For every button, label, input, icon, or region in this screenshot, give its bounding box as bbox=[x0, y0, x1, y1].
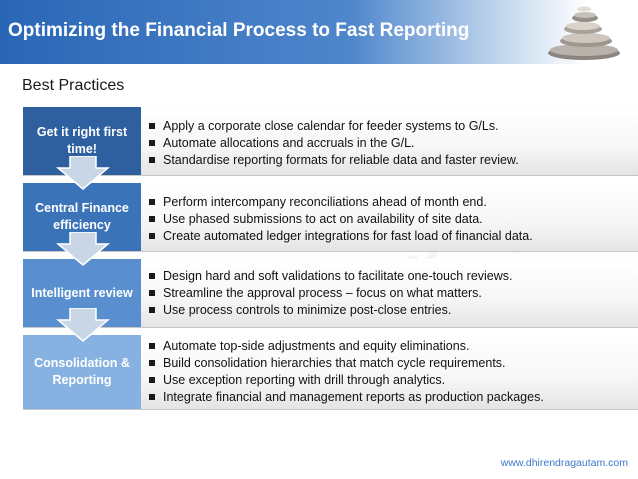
row-label-text: Get it right first time! bbox=[36, 125, 128, 156]
list-item: Use process controls to minimize post-cl… bbox=[148, 302, 513, 319]
bullet-square-icon bbox=[149, 343, 155, 349]
bullet-list-row-3: Design hard and soft validations to faci… bbox=[148, 268, 513, 319]
row-label-consolidation: Consolidation & Reporting bbox=[23, 335, 141, 409]
bullet-square-icon bbox=[149, 199, 155, 205]
bullet-square-icon bbox=[149, 216, 155, 222]
list-item: Build consolidation hierarchies that mat… bbox=[148, 355, 544, 372]
bullet-square-icon bbox=[149, 377, 155, 383]
list-item: Perform intercompany reconciliations ahe… bbox=[148, 194, 533, 211]
list-item: Apply a corporate close calendar for fee… bbox=[148, 118, 519, 135]
list-item: Integrate financial and management repor… bbox=[148, 389, 544, 406]
down-arrow-icon bbox=[56, 232, 110, 266]
bullet-square-icon bbox=[149, 307, 155, 313]
bullet-square-icon bbox=[149, 273, 155, 279]
down-arrow-icon bbox=[56, 308, 110, 342]
row-label-text: Intelligent review bbox=[31, 285, 133, 300]
list-item: Create automated ledger integrations for… bbox=[148, 228, 533, 245]
list-item: Streamline the approval process – focus … bbox=[148, 285, 513, 302]
bullet-list-row-4: Automate top-side adjustments and equity… bbox=[148, 338, 544, 406]
title-bar bbox=[0, 0, 638, 64]
list-item: Design hard and soft validations to faci… bbox=[148, 268, 513, 285]
bullet-list-row-1: Apply a corporate close calendar for fee… bbox=[148, 118, 519, 169]
list-item: Standardise reporting formats for reliab… bbox=[148, 152, 519, 169]
footer-website-link[interactable]: www.dhirendragautam.com bbox=[500, 457, 628, 469]
list-item: Automate allocations and accruals in the… bbox=[148, 135, 519, 152]
list-item: Use exception reporting with drill throu… bbox=[148, 372, 544, 389]
bullet-square-icon bbox=[149, 394, 155, 400]
bullet-square-icon bbox=[149, 233, 155, 239]
slide-title: Optimizing the Financial Process to Fast… bbox=[8, 20, 470, 41]
list-item: Use phased submissions to act on availab… bbox=[148, 211, 533, 228]
row-label-text: Central Finance efficiency bbox=[35, 201, 129, 232]
bullet-square-icon bbox=[149, 123, 155, 129]
row-label-text: Consolidation & Reporting bbox=[34, 356, 130, 387]
section-heading: Best Practices bbox=[22, 77, 125, 94]
bullet-square-icon bbox=[149, 157, 155, 163]
bullet-square-icon bbox=[149, 290, 155, 296]
bullet-square-icon bbox=[149, 360, 155, 366]
list-item: Automate top-side adjustments and equity… bbox=[148, 338, 544, 355]
bullet-square-icon bbox=[149, 140, 155, 146]
down-arrow-icon bbox=[56, 156, 110, 190]
bullet-list-row-2: Perform intercompany reconciliations ahe… bbox=[148, 194, 533, 245]
stacked-stones-image bbox=[548, 6, 620, 60]
